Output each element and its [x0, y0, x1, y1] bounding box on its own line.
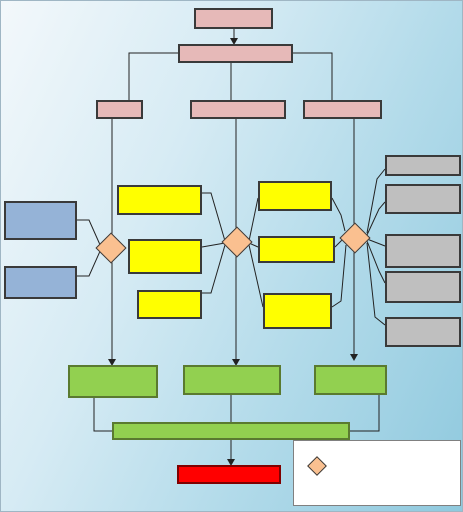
- edge-center-yr1: [248, 197, 259, 242]
- green-center-box: [183, 365, 281, 395]
- edge-main-right: [293, 52, 333, 100]
- input-blue-box-2: [4, 266, 77, 299]
- input-blue-box-1: [4, 201, 77, 240]
- edge-main-left: [128, 52, 178, 100]
- edge-yr1-right: [331, 197, 346, 232]
- edge-yl2-center: [201, 242, 226, 248]
- yellow-right-box-2: [258, 236, 335, 263]
- result-box: [177, 465, 281, 484]
- gray-box-3: [385, 234, 461, 268]
- yellow-right-box-1: [258, 181, 332, 211]
- edge-rd-gray3: [366, 238, 386, 247]
- green-left-box: [68, 365, 158, 398]
- edge-blue2-diamond: [77, 248, 102, 277]
- branch-right-box: [303, 100, 382, 119]
- edge-rd-gray4: [366, 240, 386, 284]
- edge-yl1-center: [202, 192, 226, 242]
- green-bar: [112, 422, 350, 440]
- edge-rd-gray1: [366, 168, 386, 234]
- branch-left-box: [96, 100, 143, 119]
- gray-box-5: [385, 317, 461, 347]
- yellow-right-box-3: [263, 293, 332, 329]
- gray-box-4: [385, 271, 461, 303]
- green-right-box: [314, 365, 387, 395]
- edge-yr3-right: [331, 244, 347, 308]
- top-box: [194, 8, 273, 29]
- yellow-left-box-2: [128, 239, 202, 274]
- main-box: [178, 44, 293, 63]
- edge-rd-gray2: [366, 201, 386, 236]
- gray-box-2: [385, 184, 461, 214]
- edge-blue1-diamond: [77, 219, 102, 248]
- edge-yl3-center: [202, 244, 226, 294]
- yellow-left-box-3: [137, 290, 202, 319]
- edge-rd-gray5: [366, 242, 386, 326]
- branch-center-box: [190, 100, 286, 119]
- edge-gl-bar: [93, 398, 112, 432]
- edge-center-yr3: [248, 244, 264, 308]
- gray-box-1: [385, 155, 461, 176]
- yellow-left-box-1: [117, 185, 202, 215]
- edge-gr-bar: [350, 395, 380, 432]
- legend-diamond-icon: [307, 456, 327, 476]
- legend-box: [293, 440, 461, 506]
